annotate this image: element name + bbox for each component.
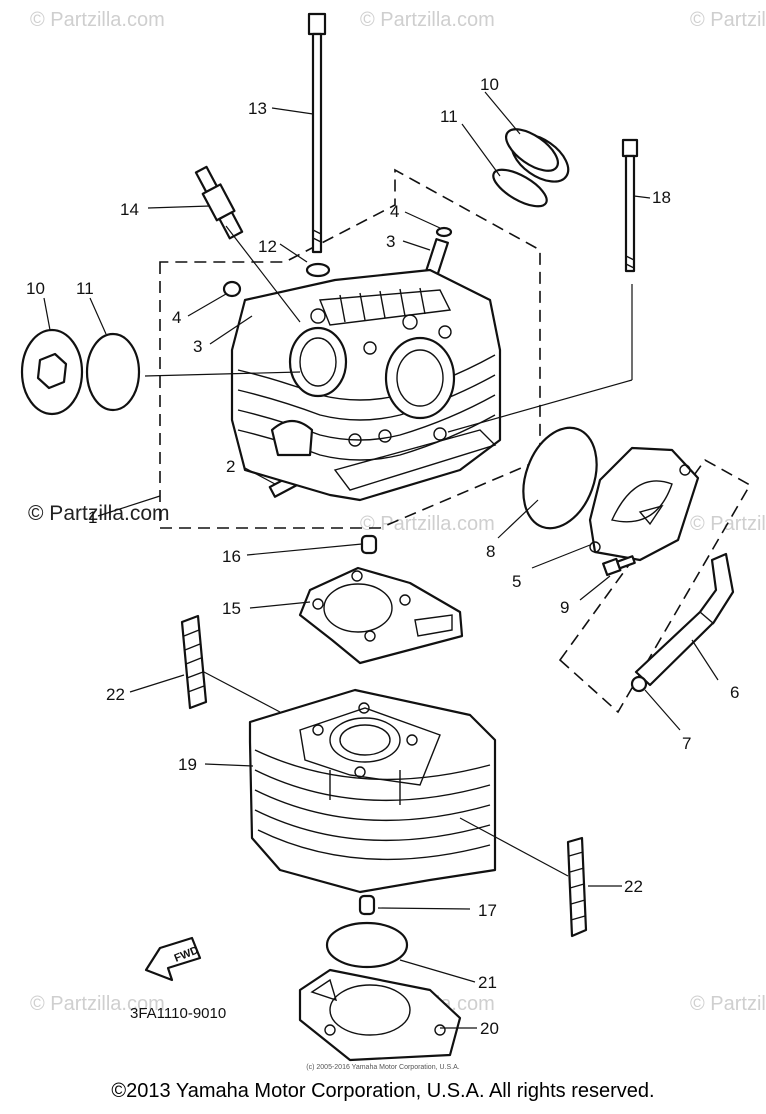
ring-4-left bbox=[222, 280, 242, 298]
bolt-9 bbox=[602, 555, 636, 577]
callout-17: 17 bbox=[478, 901, 497, 920]
callout-21: 21 bbox=[478, 973, 497, 992]
watermark: © Partzilla.com bbox=[360, 513, 495, 535]
spark-plug-14 bbox=[194, 165, 244, 240]
watermark: © Partzilla.com bbox=[690, 993, 766, 1015]
watermark: © Partzilla.com bbox=[690, 9, 766, 31]
callout-10-top: 10 bbox=[480, 75, 499, 94]
bolt-18 bbox=[621, 138, 639, 273]
callout-6: 6 bbox=[730, 683, 739, 702]
callout-22-left: 22 bbox=[106, 685, 125, 704]
fwd-arrow-icon: FWD bbox=[144, 936, 202, 982]
o-ring-8 bbox=[522, 426, 598, 530]
callout-labels: 13 14 12 10 11 18 4 3 4 3 10 11 2 1 16 1… bbox=[26, 75, 739, 1038]
callout-18: 18 bbox=[652, 188, 671, 207]
tappet-cap-10-top bbox=[505, 128, 570, 183]
callout-11-top: 11 bbox=[440, 107, 458, 126]
dowel-pin-16 bbox=[360, 534, 378, 555]
callout-13: 13 bbox=[248, 99, 267, 118]
tappet-cap-10-left bbox=[20, 328, 84, 416]
footer-copyright: ©2013 Yamaha Motor Corporation, U.S.A. A… bbox=[111, 1080, 655, 1102]
damper-22-left bbox=[180, 614, 208, 710]
callout-14: 14 bbox=[120, 200, 139, 219]
watermark: © Partzilla.com bbox=[360, 9, 495, 31]
callout-10-left: 10 bbox=[26, 279, 45, 298]
callout-9: 9 bbox=[560, 598, 569, 617]
base-gasket-20 bbox=[298, 968, 462, 1062]
cylinder-19 bbox=[248, 688, 497, 894]
clip-7 bbox=[630, 675, 648, 693]
breather-hose-6 bbox=[634, 552, 735, 687]
callout-12: 12 bbox=[258, 237, 277, 256]
callout-11-left: 11 bbox=[76, 279, 94, 298]
breather-cover-5 bbox=[588, 446, 700, 562]
partzilla-watermark-dark: © Partzilla.com bbox=[28, 502, 170, 525]
o-ring-11-left bbox=[85, 332, 141, 412]
watermark: © Partzilla.com bbox=[30, 9, 165, 31]
diagram-code: 3FA1110-9010 bbox=[130, 1005, 226, 1022]
watermark: © Partzilla.com bbox=[30, 993, 165, 1015]
callout-20: 20 bbox=[480, 1019, 499, 1038]
washer-12 bbox=[305, 262, 331, 278]
o-ring-11-top bbox=[492, 168, 548, 208]
leader-lines bbox=[43, 91, 719, 1029]
damper-22-right bbox=[566, 836, 588, 938]
callout-5: 5 bbox=[512, 572, 521, 591]
cylinder-head-1 bbox=[230, 268, 502, 502]
head-gasket-15 bbox=[298, 566, 464, 665]
callout-22-right: 22 bbox=[624, 877, 643, 896]
callout-15: 15 bbox=[222, 599, 241, 618]
ring-4-top bbox=[435, 226, 453, 238]
callout-4-top: 4 bbox=[390, 202, 399, 221]
callout-8: 8 bbox=[486, 542, 495, 561]
callout-2: 2 bbox=[226, 457, 235, 476]
callout-16: 16 bbox=[222, 547, 241, 566]
callout-19: 19 bbox=[178, 755, 197, 774]
head-bolt-13 bbox=[307, 12, 327, 254]
callout-3-left: 3 bbox=[193, 337, 202, 356]
small-copyright: (c) 2005-2016 Yamaha Motor Corporation, … bbox=[306, 1064, 460, 1071]
callout-1: 1 bbox=[88, 508, 97, 527]
callout-3-top: 3 bbox=[386, 232, 395, 251]
callout-7: 7 bbox=[682, 734, 691, 753]
callout-4-left: 4 bbox=[172, 308, 181, 327]
o-ring-21 bbox=[325, 921, 409, 969]
dowel-pin-17 bbox=[358, 894, 376, 916]
